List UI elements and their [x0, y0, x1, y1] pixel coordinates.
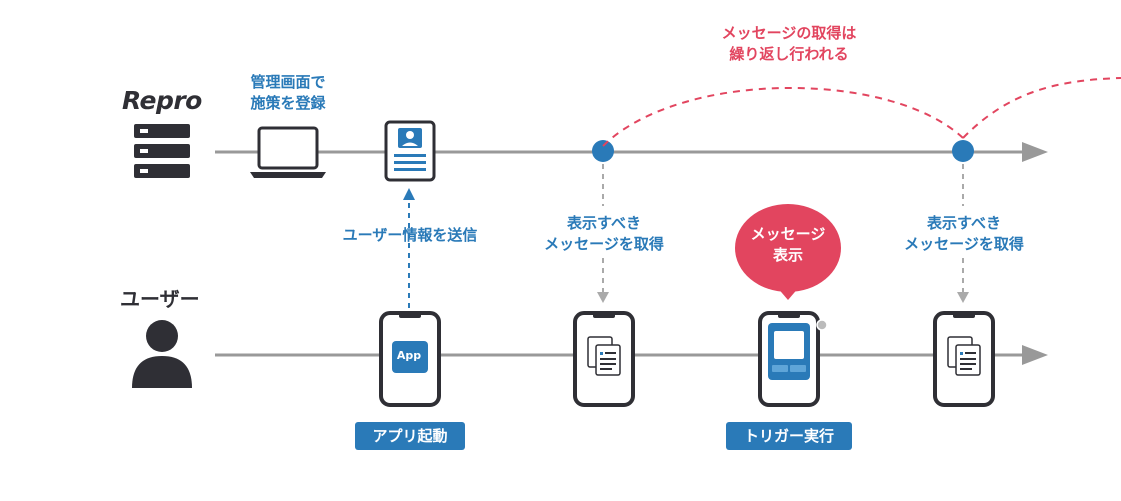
- fetch-message-1-line-1: 表示すべき: [567, 214, 641, 232]
- repeat-arc: [602, 77, 1121, 147]
- message-display-bubble: [735, 204, 841, 300]
- trigger-badge: トリガー実行: [726, 422, 852, 450]
- phone-app-launch-icon: [379, 311, 441, 407]
- fetch-message-1-line-2: メッセージを取得: [544, 235, 664, 253]
- user-person-icon: [132, 320, 192, 388]
- phone-documents-icon-2: [933, 311, 995, 407]
- phone-message-display-icon: [758, 311, 828, 407]
- repro-logo: Repro: [122, 86, 202, 115]
- user-title: ユーザー: [120, 287, 200, 311]
- fetch-message-2-line-2: メッセージを取得: [904, 235, 1024, 253]
- app-launch-badge: アプリ起動: [355, 422, 465, 450]
- admin-register-line-1: 管理画面で: [250, 73, 326, 91]
- campaign-card-icon: [384, 120, 436, 182]
- admin-register-line-2: 施策を登録: [250, 94, 326, 112]
- fetch-event-dot-1: [592, 140, 614, 162]
- bubble-line-2: 表示: [772, 246, 803, 264]
- fetch-arrow-2: [957, 164, 969, 303]
- admin-register-label: 管理画面で 施策を登録: [250, 72, 325, 114]
- app-icon-label: App: [396, 349, 422, 362]
- send-user-info-arrow: [403, 188, 415, 318]
- send-user-info-label: ユーザー情報を送信: [342, 226, 478, 244]
- laptop-icon: [250, 126, 326, 178]
- message-display-bubble-text: メッセージ 表示: [728, 224, 848, 266]
- fetch-arrow-1: [597, 164, 609, 303]
- fetch-message-label-1: 表示すべき メッセージを取得: [544, 213, 664, 255]
- bubble-line-1: メッセージ: [750, 225, 826, 243]
- server-timeline: [215, 142, 1048, 162]
- fetch-event-dot-2: [952, 140, 974, 162]
- phone-documents-icon-1: [573, 311, 635, 407]
- fetch-message-label-2: 表示すべき メッセージを取得: [904, 213, 1024, 255]
- message-repeat-label: メッセージの取得は 繰り返し行われる: [722, 23, 857, 65]
- fetch-message-2-line-1: 表示すべき: [927, 214, 1001, 232]
- message-repeat-line-1: メッセージの取得は: [721, 24, 857, 42]
- message-repeat-line-2: 繰り返し行われる: [729, 45, 849, 63]
- server-stack-icon: [134, 124, 190, 178]
